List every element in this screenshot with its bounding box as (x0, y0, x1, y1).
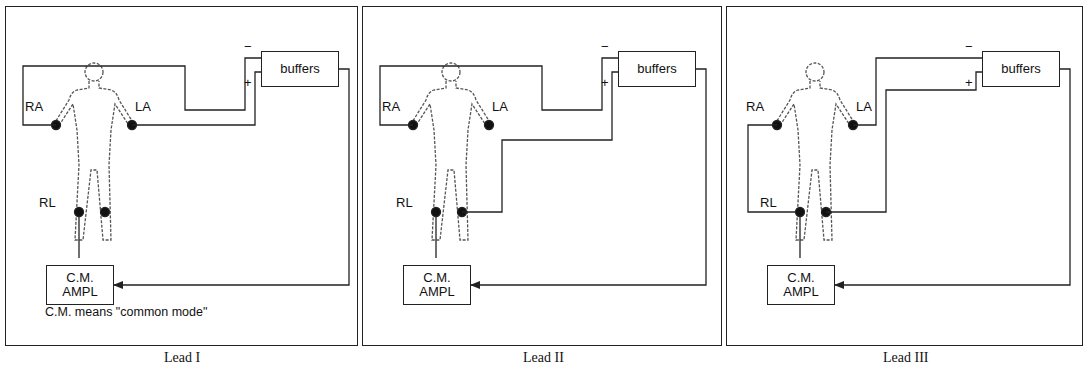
box-label: buffers (637, 62, 677, 76)
electrode-label: RL (396, 196, 413, 210)
input-sign: − (244, 40, 252, 54)
lead-panel: Lead IIIbuffersC.M. AMPL (726, 6, 1083, 346)
electrode-label: LA (135, 100, 151, 114)
electrode-label: RA (25, 100, 43, 114)
box-label: C.M. AMPL (410, 271, 464, 300)
lead-title: Lead I (164, 350, 200, 366)
electrode-label: LA (856, 100, 872, 114)
buffer-box: buffers (261, 51, 339, 87)
input-sign: − (601, 40, 609, 54)
input-sign: + (601, 76, 609, 90)
amplifier-box: C.M. AMPL (46, 265, 114, 305)
box-label: buffers (1001, 62, 1041, 76)
lead-one-wiring (23, 58, 267, 258)
feedback-wire (471, 69, 706, 285)
amplifier-box: C.M. AMPL (403, 265, 471, 305)
lead-title: Lead III (883, 350, 928, 366)
electrode-label: RA (746, 100, 764, 114)
input-sign: + (965, 76, 973, 90)
buffer-box: buffers (618, 51, 696, 87)
feedback-wire (114, 69, 349, 285)
input-sign: + (244, 76, 252, 90)
electrode-label: RA (382, 100, 400, 114)
electrode-label: RL (39, 196, 56, 210)
box-label: C.M. AMPL (774, 271, 828, 300)
feedback-wire (835, 69, 1070, 285)
note-text: C.M. means "common mode" (45, 306, 207, 320)
lead-two-wiring (380, 58, 624, 258)
lead-three-wiring (748, 58, 988, 258)
lead-panel: Lead IbuffersC.M. AMPL (5, 6, 358, 346)
input-sign: − (965, 40, 973, 54)
amplifier-box: C.M. AMPL (767, 265, 835, 305)
electrode-label: RL (760, 196, 777, 210)
box-label: C.M. AMPL (53, 271, 107, 300)
lead-title: Lead II (523, 350, 564, 366)
box-label: buffers (280, 62, 320, 76)
buffer-box: buffers (982, 51, 1060, 87)
electrode-label: LA (492, 100, 508, 114)
lead-panel: Lead IIbuffersC.M. AMPL (362, 6, 722, 346)
